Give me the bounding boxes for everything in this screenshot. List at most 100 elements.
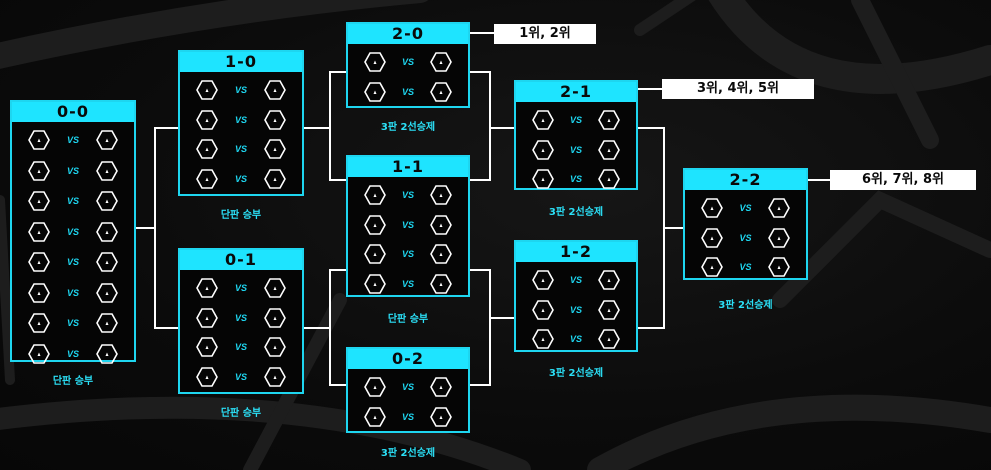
match-row: VS	[12, 281, 134, 305]
group-format-caption: 단판 승부	[220, 210, 262, 221]
hexagon-team-placeholder-icon	[364, 273, 386, 294]
hexagon-team-placeholder-icon	[768, 257, 790, 277]
hexagon-team-placeholder-icon	[96, 191, 118, 211]
hexagon-team-placeholder-icon	[28, 191, 50, 211]
hexagon-team-placeholder-icon	[364, 244, 386, 264]
hexagon-team-placeholder-icon	[598, 110, 620, 130]
hexagon-team-placeholder-icon	[196, 168, 218, 189]
match-row: VS	[516, 167, 636, 191]
hexagon-team-placeholder-icon	[28, 160, 50, 181]
vs-label: VS	[66, 165, 79, 176]
hexagon-team-placeholder-icon	[430, 82, 452, 102]
match-row: VS	[348, 405, 468, 429]
hexagon-team-placeholder-icon	[701, 227, 723, 248]
hexagon-team-placeholder-icon	[532, 139, 554, 160]
hexagon-team-placeholder-icon	[430, 52, 452, 72]
group-record-header: 2-2	[685, 170, 806, 190]
match-row: VS	[12, 128, 134, 152]
hexagon-team-placeholder-icon	[701, 257, 723, 277]
match-row: VS	[348, 375, 468, 399]
vs-label: VS	[569, 174, 582, 184]
hexagon-team-placeholder-icon	[196, 109, 218, 130]
result-label-top: 1위, 2위	[494, 24, 596, 44]
group-record-header: 2-0	[348, 24, 468, 44]
match-row: VS	[348, 272, 468, 296]
hexagon-team-placeholder-icon	[532, 169, 554, 189]
group-record-header: 1-2	[516, 242, 636, 262]
hexagon-team-placeholder-icon	[28, 313, 50, 333]
group-format-caption: 3판 2선승제	[380, 122, 436, 133]
connector-0-0	[135, 127, 178, 329]
group-record-header: 1-0	[180, 52, 302, 72]
vs-label: VS	[234, 283, 247, 293]
hexagon-team-placeholder-icon	[430, 407, 452, 427]
group-format-caption: 3판 2선승제	[718, 300, 773, 311]
hexagon-team-placeholder-icon	[264, 109, 286, 130]
hexagon-team-placeholder-icon	[96, 343, 118, 364]
match-row: VS	[180, 335, 302, 359]
hexagon-team-placeholder-icon	[264, 139, 286, 159]
hexagon-team-placeholder-icon	[28, 343, 50, 364]
hexagon-team-placeholder-icon	[96, 160, 118, 181]
match-row: VS	[12, 159, 134, 183]
group-format-caption: 단판 승부	[387, 314, 429, 325]
hexagon-team-placeholder-icon	[196, 80, 218, 100]
match-row: VS	[685, 255, 806, 279]
group-format-caption: 단판 승부	[52, 376, 94, 387]
hexagon-team-placeholder-icon	[28, 252, 50, 272]
hexagon-team-placeholder-icon	[264, 337, 286, 357]
hexagon-team-placeholder-icon	[96, 130, 118, 150]
match-row: VS	[180, 365, 302, 389]
match-row: VS	[348, 242, 468, 266]
hexagon-team-placeholder-icon	[264, 278, 286, 298]
connector-1-0	[304, 71, 346, 181]
hexagon-team-placeholder-icon	[196, 337, 218, 357]
match-row: VS	[516, 138, 636, 162]
hexagon-team-placeholder-icon	[264, 307, 286, 328]
group-record-header: 1-1	[348, 157, 468, 177]
vs-label: VS	[569, 334, 582, 344]
vs-label: VS	[234, 144, 247, 154]
match-row: VS	[180, 167, 302, 191]
hexagon-team-placeholder-icon	[532, 270, 554, 290]
match-row: VS	[348, 183, 468, 207]
connector-2-0	[470, 71, 514, 129]
match-row: VS	[348, 50, 468, 74]
hexagon-team-placeholder-icon	[96, 282, 118, 303]
group-record-header: 0-2	[348, 349, 468, 369]
match-row: VS	[685, 196, 806, 220]
hexagon-team-placeholder-icon	[28, 221, 50, 242]
match-row: VS	[12, 311, 134, 335]
hexagon-team-placeholder-icon	[196, 278, 218, 298]
hexagon-team-placeholder-icon	[430, 244, 452, 264]
match-row: VS	[516, 298, 636, 322]
match-row: VS	[12, 342, 134, 366]
hexagon-team-placeholder-icon	[430, 273, 452, 294]
match-row: VS	[12, 250, 134, 274]
vs-label: VS	[569, 275, 582, 285]
vs-label: VS	[234, 114, 247, 125]
vs-label: VS	[739, 262, 752, 272]
result-label-bottom: 6위, 7위, 8위	[830, 170, 976, 190]
hexagon-team-placeholder-icon	[28, 282, 50, 303]
match-row: VS	[516, 268, 636, 292]
vs-label: VS	[401, 382, 414, 392]
hexagon-team-placeholder-icon	[364, 82, 386, 102]
group-format-caption: 3판 2선승제	[380, 448, 436, 459]
vs-label: VS	[66, 287, 79, 298]
match-row: VS	[180, 306, 302, 330]
hexagon-team-placeholder-icon	[598, 329, 620, 349]
vs-label: VS	[401, 412, 414, 422]
match-row: VS	[12, 189, 134, 213]
hexagon-team-placeholder-icon	[532, 110, 554, 130]
hexagon-team-placeholder-icon	[598, 299, 620, 320]
